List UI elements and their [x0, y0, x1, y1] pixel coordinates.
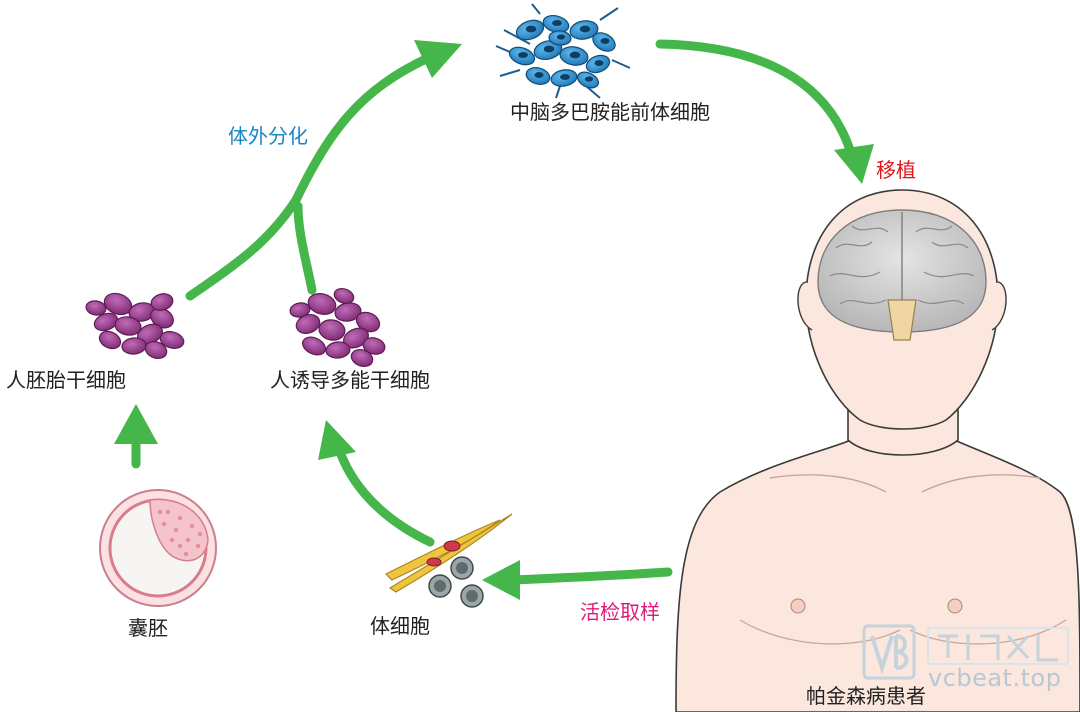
label-somatic-cells: 体细胞 — [370, 614, 430, 638]
arrow-ipsc-branch — [293, 201, 317, 295]
cell-nucleus — [569, 51, 581, 59]
vb-logo-icon — [862, 624, 1069, 680]
cell — [121, 337, 147, 355]
hesc-cells-icon — [85, 292, 185, 360]
cell — [93, 312, 119, 332]
cell-nucleus — [584, 76, 594, 82]
cell — [150, 293, 174, 311]
cell — [289, 302, 311, 318]
blastocyst-icon — [99, 489, 217, 607]
cell — [114, 316, 142, 336]
arrow-differentiation — [185, 53, 433, 301]
label-biopsy: 活检取样 — [580, 600, 660, 624]
cell-nucleus — [534, 71, 544, 79]
arrows — [131, 39, 855, 585]
cell-nucleus — [525, 25, 537, 33]
cell — [302, 336, 326, 356]
label-hesc: 人胚胎干细胞 — [6, 368, 126, 392]
watermark-domain: vcbeat.top — [928, 664, 1062, 692]
cell-nucleus — [560, 73, 570, 81]
cell-nucleus — [556, 34, 566, 40]
arrowheads — [114, 40, 874, 600]
watermark: vcbeat.top — [858, 622, 1078, 702]
arrow-somatic-to-ipsc — [333, 441, 435, 547]
cell — [144, 340, 168, 360]
cell-nucleus — [552, 19, 562, 27]
arrow-biopsy — [507, 567, 673, 585]
cell-nucleus — [594, 59, 604, 67]
arrowhead-biopsy — [482, 560, 520, 600]
somatic-cells-icon — [384, 513, 513, 608]
cell — [350, 348, 374, 368]
cell — [362, 337, 386, 355]
cell-nucleus — [543, 45, 555, 53]
midbrain-progenitor-cells-icon — [495, 3, 631, 99]
nipple-left — [790, 598, 806, 614]
cell-nucleus — [600, 37, 610, 45]
label-in-vitro-differentiation: 体外分化 — [228, 124, 308, 148]
arrowhead-somatic-ipsc — [318, 420, 356, 460]
arrowhead-blastocyst — [114, 404, 158, 444]
cell — [333, 287, 355, 305]
cell — [159, 331, 185, 349]
patient-figure — [675, 189, 1080, 712]
cell — [325, 341, 351, 359]
cell — [318, 319, 346, 341]
arrowhead-transplant — [834, 144, 874, 184]
arrow-transplant — [655, 39, 855, 155]
nipple-right — [947, 598, 963, 614]
cell-nucleus — [518, 51, 528, 59]
cell-nucleus — [579, 25, 591, 33]
arrowhead-differentiation — [414, 40, 462, 78]
cell — [85, 300, 107, 316]
label-midbrain-progenitor: 中脑多巴胺能前体细胞 — [510, 100, 710, 124]
neuron-processes — [495, 3, 631, 99]
ipsc-cells-icon — [289, 287, 386, 368]
label-blastocyst: 囊胚 — [128, 616, 168, 640]
label-transplant: 移植 — [876, 158, 916, 182]
cell — [307, 293, 337, 315]
cell — [98, 330, 122, 350]
label-patient: 帕金森病患者 — [806, 684, 926, 708]
label-ipsc: 人诱导多能干细胞 — [270, 368, 430, 392]
brain-icon — [817, 209, 987, 341]
